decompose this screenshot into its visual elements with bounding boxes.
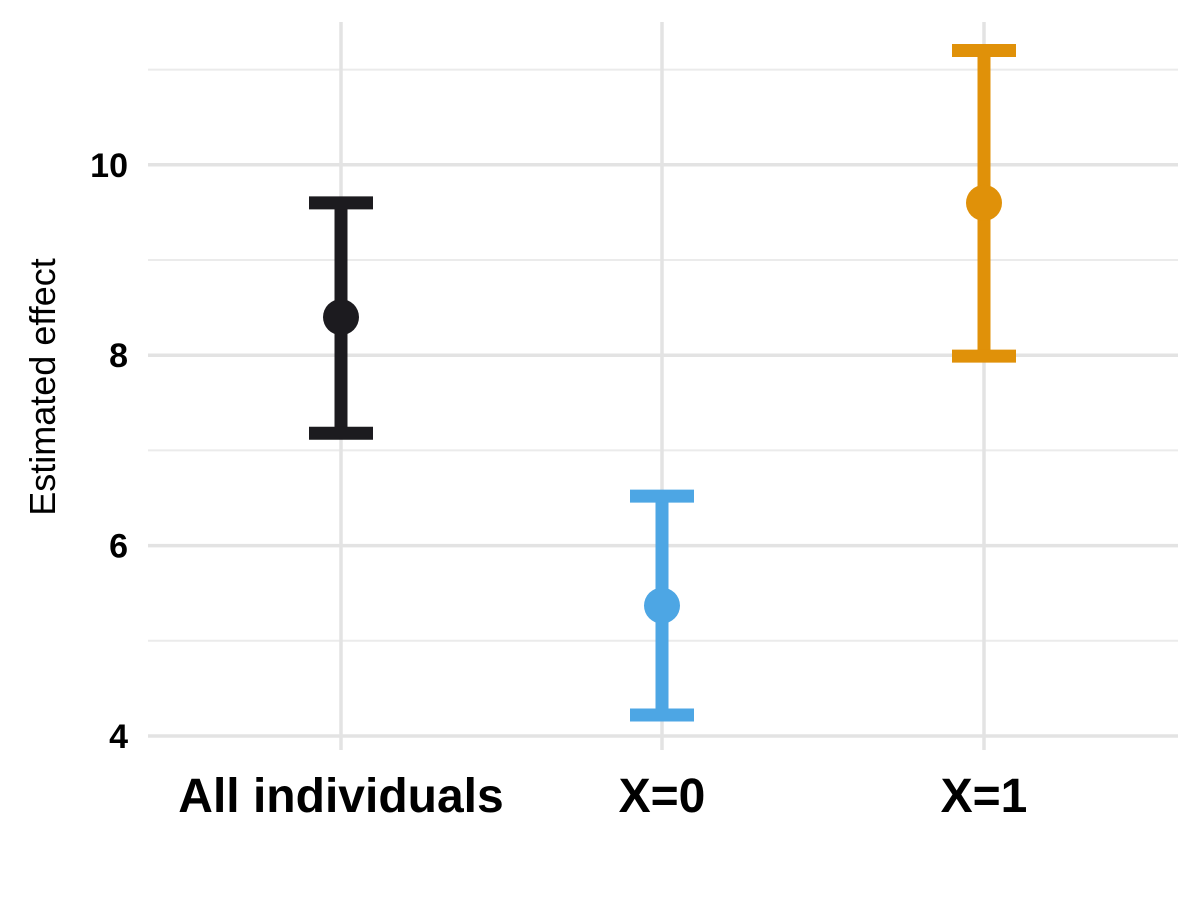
error-bar-group (952, 44, 1016, 363)
x-tick-label: X=1 (941, 770, 1028, 823)
error-bar-series (309, 44, 1016, 722)
x-tick-label: X=0 (619, 770, 706, 823)
y-axis-ticks: 4 6 8 10 (90, 147, 128, 756)
estimate-point (323, 299, 359, 336)
y-axis-label: Estimated effect (22, 258, 63, 515)
y-tick-label: 8 (109, 337, 128, 375)
estimate-point (966, 184, 1002, 221)
x-axis-ticks: All individuals X=0 X=1 (178, 770, 1027, 823)
y-tick-label: 4 (109, 718, 128, 756)
error-bar-group (309, 196, 373, 440)
y-tick-label: 10 (90, 147, 128, 185)
estimate-point (644, 587, 680, 624)
x-tick-label: All individuals (178, 770, 503, 823)
y-tick-label: 6 (109, 528, 128, 566)
error-bar-group (630, 489, 694, 722)
